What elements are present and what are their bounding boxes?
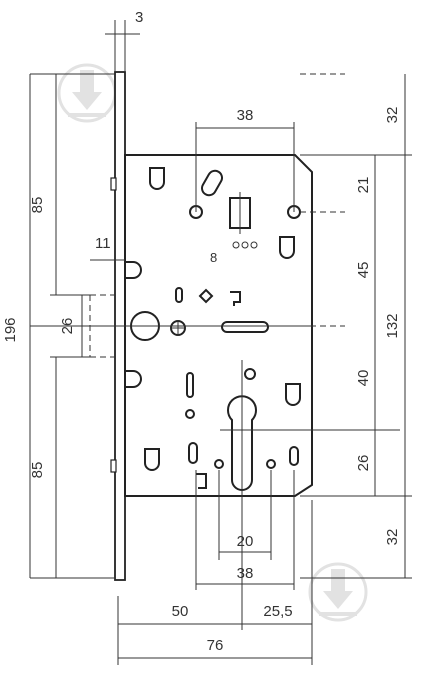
dim-top-offset: 32 (384, 107, 401, 124)
dim-latch-projection: 11 (95, 235, 111, 252)
dims-bottom (117, 470, 313, 665)
dims-right (195, 74, 412, 579)
dim-upper-section: 21 (355, 177, 372, 194)
guide-lines (30, 73, 400, 560)
dim-backset: 50 (172, 603, 189, 620)
dim-cylinder-width: 20 (237, 533, 254, 550)
dim-latch-height: 26 (59, 318, 76, 335)
dim-lower-hole-spacing: 38 (237, 565, 254, 582)
download-watermark-icon (57, 63, 117, 123)
dim-handle-to-upper: 45 (355, 262, 372, 279)
download-watermark-icon (308, 562, 368, 622)
dim-cylinder-offset: 25,5 (263, 603, 292, 620)
dim-body-height: 132 (384, 313, 401, 338)
dim-total-height: 196 (2, 317, 19, 342)
dim-handle-to-cylinder: 40 (355, 370, 372, 387)
dim-upper-hole-spacing: 38 (237, 107, 254, 124)
dim-faceplate-thickness: 3 (135, 9, 143, 26)
dim-handle-to-bottom: 85 (29, 462, 46, 479)
dim-cylinder-to-bottom: 26 (355, 455, 372, 472)
dim-top-to-handle: 85 (29, 197, 46, 214)
dim-total-width: 76 (207, 637, 224, 654)
dim-bottom-offset: 32 (384, 529, 401, 546)
dims-left (29, 20, 140, 579)
dim-small-mark: 8 (210, 250, 217, 265)
